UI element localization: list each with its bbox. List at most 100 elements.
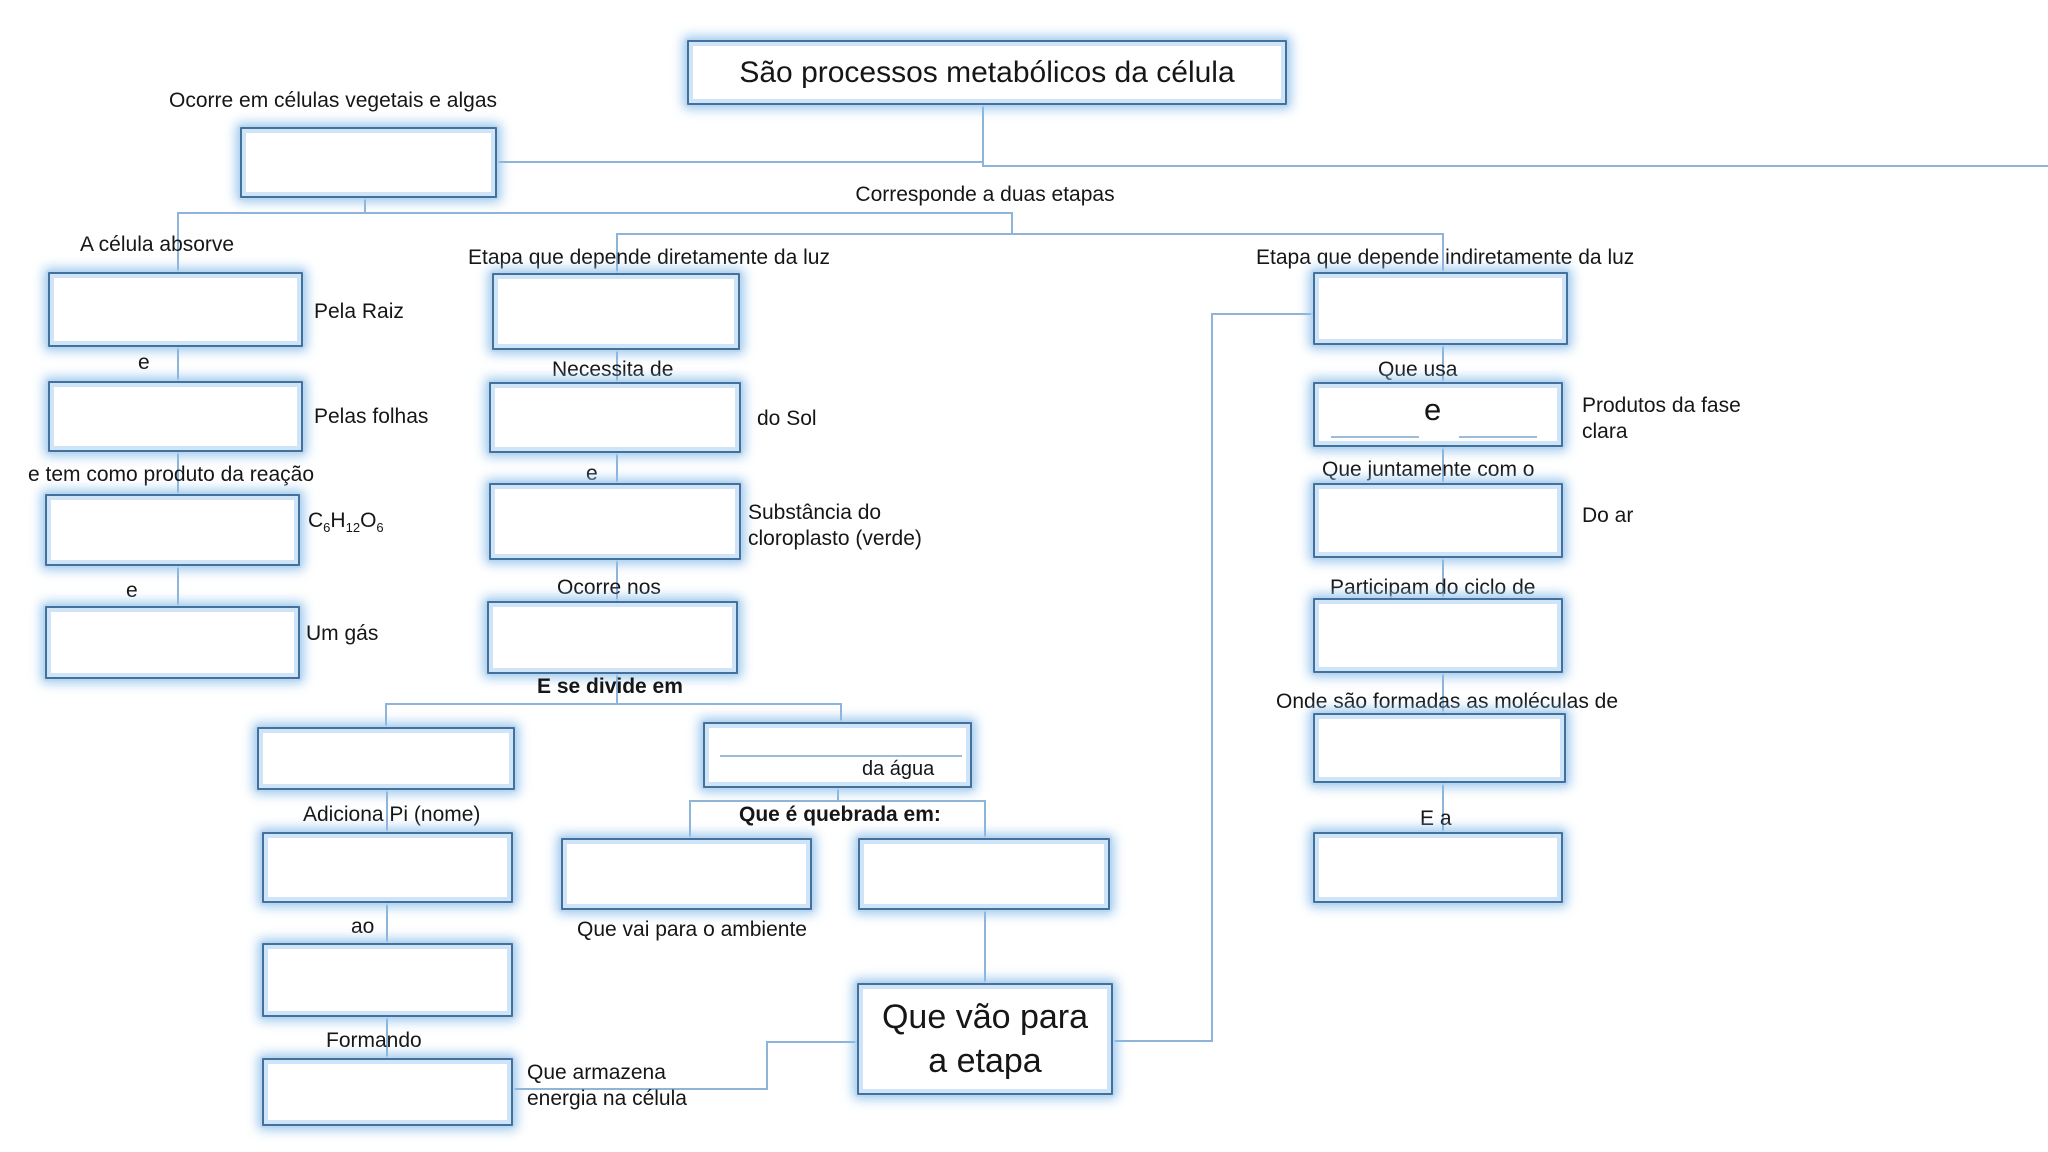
caption-molecules-formed: Onde são formadas as moléculas de [1276, 690, 1619, 713]
caption-together-with: Que juntamente com o [1322, 458, 1535, 481]
connector-line [177, 566, 179, 607]
connector-line [837, 788, 839, 801]
caption-dark-stage: Etapa que depende indiretamente da luz [1256, 246, 1635, 269]
answer-box-hydrogen[interactable] [858, 838, 1110, 910]
connector-line [177, 212, 1013, 214]
answer-box-chloroplasts[interactable] [487, 601, 738, 674]
answer-box-absorbed-by-leaves[interactable] [48, 381, 303, 452]
connector-line [1442, 447, 1444, 484]
label-goes-to-environment: Que vai para o ambiente [577, 918, 807, 941]
answer-box-chlorophyll[interactable] [489, 483, 741, 560]
title-node[interactable]: São processos metabólicos da célula [687, 40, 1287, 105]
node-go-to-stage[interactable]: Que vão para a etapa [857, 983, 1113, 1095]
connector-line [616, 350, 618, 383]
blank-line [1331, 436, 1419, 438]
connector-line [840, 703, 842, 723]
connector-line [984, 910, 986, 984]
connector-line [177, 452, 179, 495]
formula-c-sub: 6 [323, 520, 331, 536]
answer-box-co2[interactable] [1313, 483, 1563, 558]
connector-line [364, 198, 366, 214]
answer-box-final[interactable] [1313, 832, 1563, 903]
caption-that-uses: Que usa [1378, 358, 1458, 381]
caption-reaction-product: e tem como produto da reação [28, 463, 315, 486]
label-um-gas: Um gás [306, 622, 379, 645]
label-stores-energy: Que armazena energia na célula [527, 1061, 687, 1110]
connector-line [1442, 673, 1444, 714]
connector-line [766, 1041, 768, 1090]
answer-box-absorbed-by-root[interactable] [48, 272, 303, 347]
connector-line [616, 233, 1444, 235]
caption-adds-pi: Adiciona Pi (nome) [303, 803, 481, 826]
blank-line [720, 755, 962, 757]
formula-c: C [308, 509, 324, 532]
connector-line [766, 1041, 860, 1043]
answer-box-split-left[interactable] [257, 727, 515, 790]
connector-line [1442, 345, 1444, 383]
blank-line [1459, 436, 1537, 438]
connector-line [1211, 313, 1213, 1042]
answer-box-light-stage[interactable] [492, 273, 740, 350]
label-from-air: Do ar [1582, 504, 1634, 527]
answer-box-dark-stage[interactable] [1313, 272, 1568, 345]
connector-line [386, 790, 388, 833]
caption-cell-absorbs: A célula absorve [80, 233, 235, 256]
connector-line [513, 1088, 768, 1090]
connector-line [616, 560, 618, 602]
answer-box-gas[interactable] [45, 606, 300, 679]
answer-box-calvin-cycle[interactable] [1313, 598, 1563, 673]
page-title: São processos metabólicos da célula [739, 55, 1235, 89]
label-e-2: e [126, 579, 138, 602]
answer-box-atp[interactable] [262, 1058, 513, 1126]
answer-box-adp[interactable] [262, 943, 513, 1017]
label-e-1: e [138, 351, 150, 374]
connector-line [497, 161, 984, 163]
connector-line [984, 800, 986, 839]
label-da-agua: da água [862, 758, 935, 780]
answer-box-sunlight[interactable] [489, 382, 741, 453]
connector-line [982, 165, 2048, 167]
caption-participate-cycle: Participam do ciclo de [1330, 576, 1536, 599]
formula-h-sub: 12 [345, 520, 361, 536]
caption-divides-into: E se divide em [537, 675, 683, 698]
answer-box-glucose[interactable] [45, 494, 300, 566]
connector-line [616, 233, 618, 274]
answer-box-process[interactable] [240, 127, 497, 198]
connector-line [177, 212, 179, 273]
label-clear-phase-products: Produtos da fase clara [1582, 394, 1741, 443]
connector-line [386, 903, 388, 944]
label-e-3: e [586, 462, 598, 485]
caption-light-stage: Etapa que depende diretamente da luz [468, 246, 830, 269]
connector-line [1442, 558, 1444, 599]
answer-box-molecules[interactable] [1313, 713, 1566, 783]
connector-line [982, 105, 984, 163]
formula-h: H [330, 509, 346, 532]
answer-box-oxygen[interactable] [561, 838, 812, 910]
caption-forming: Formando [326, 1029, 422, 1052]
connector-line [616, 453, 618, 484]
connector-line [385, 703, 842, 705]
connector-line [385, 703, 387, 728]
label-e-between-blanks: e [1424, 392, 1442, 427]
caption-two-stages: Corresponde a duas etapas [855, 183, 1115, 206]
connector-line [1113, 1040, 1213, 1042]
caption-broken-into: Que é quebrada em: [739, 803, 941, 826]
connector-line [689, 800, 986, 802]
connector-line [1011, 212, 1013, 235]
label-pelas-folhas: Pelas folhas [314, 405, 429, 428]
label-do-sol: do Sol [757, 407, 817, 430]
answer-box-phosphate[interactable] [262, 832, 513, 903]
label-go-to-stage: Que vão para a etapa [881, 997, 1089, 1080]
caption-needs: Necessita de [552, 358, 674, 381]
connector-line [177, 347, 179, 382]
connector-line [1442, 233, 1444, 273]
label-ao: ao [351, 915, 375, 938]
connector-line [616, 674, 618, 704]
label-chloroplast-substance: Substância do cloroplasto (verde) [748, 501, 922, 550]
label-formula-c6h12o6: C6H12O6 [308, 508, 384, 536]
connector-line [386, 1017, 388, 1059]
connector-line [1211, 313, 1314, 315]
formula-o: O [360, 509, 377, 532]
label-pela-raiz: Pela Raiz [314, 300, 404, 323]
